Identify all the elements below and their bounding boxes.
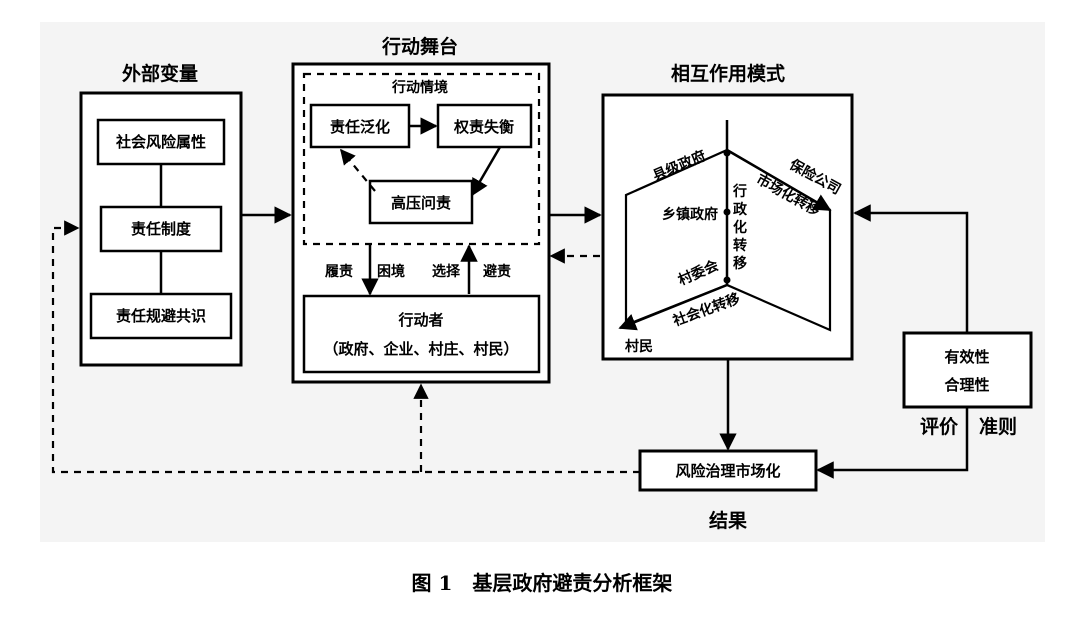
label-township-gov: 乡镇政府 <box>662 206 718 223</box>
actors-box <box>302 294 541 374</box>
node-generalization: 责任泛化 <box>330 118 390 136</box>
label-admin-transfer: 政 <box>733 201 748 218</box>
node-box <box>368 179 474 225</box>
node-dot <box>723 149 731 157</box>
node-box <box>309 103 411 149</box>
label-admin-transfer: 移 <box>733 255 747 272</box>
market-transfer-axis <box>726 148 832 212</box>
feedback-to-external-dashed <box>51 220 640 474</box>
label-admin-transfer: 行 <box>732 183 747 200</box>
arrow-criteria-to-interaction <box>853 204 969 333</box>
label-avoid: 避责 <box>483 263 511 280</box>
figure-caption: 图 1 基层政府避责分析框架 <box>412 571 673 595</box>
actors-title: 行动者 <box>397 311 443 329</box>
social-transfer-axis <box>618 283 728 331</box>
external-item-risk: 社会风险属性 <box>115 133 206 151</box>
external-item-box <box>89 292 233 340</box>
external-item-box <box>99 205 223 253</box>
outcome-text: 风险治理市场化 <box>675 462 780 480</box>
external-item-consensus: 责任规避共识 <box>116 307 206 325</box>
label-fulfil: 履责 <box>325 263 353 280</box>
label-evaluation: 评价 <box>920 416 959 438</box>
arrow-criteria-to-outcome <box>816 407 969 479</box>
external-title: 外部变量 <box>122 62 198 85</box>
label-criteria: 准则 <box>979 416 1017 438</box>
label-villagers: 村民 <box>625 338 653 355</box>
criteria-effectiveness: 有效性 <box>944 348 989 366</box>
actors-members: （政府、企业、村庄、村民） <box>323 340 518 358</box>
stage-title: 行动舞台 <box>381 35 458 58</box>
criteria-box <box>902 331 1033 409</box>
node-imbalance: 权责失衡 <box>453 118 514 136</box>
external-item-box <box>96 118 226 166</box>
label-admin-transfer: 转 <box>733 237 747 254</box>
label-admin-transfer: 化 <box>733 219 747 236</box>
label-dilemma: 困境 <box>377 263 405 280</box>
node-dot <box>723 276 731 284</box>
arrow-c-to-a-dashed <box>340 148 376 192</box>
outcome-label: 结果 <box>709 509 747 532</box>
outcome-box <box>638 449 818 492</box>
external-item-system: 责任制度 <box>131 220 192 238</box>
interaction-title: 相互作用模式 <box>671 62 785 85</box>
arrow-b-to-c <box>470 146 502 197</box>
situation-dashed-box <box>302 72 541 246</box>
criteria-reasonableness: 合理性 <box>943 376 989 394</box>
situation-title: 行动情境 <box>391 79 448 96</box>
label-choice: 选择 <box>432 263 461 280</box>
node-dot <box>723 208 731 216</box>
node-accountability: 高压问责 <box>391 194 451 212</box>
node-box <box>436 103 533 149</box>
